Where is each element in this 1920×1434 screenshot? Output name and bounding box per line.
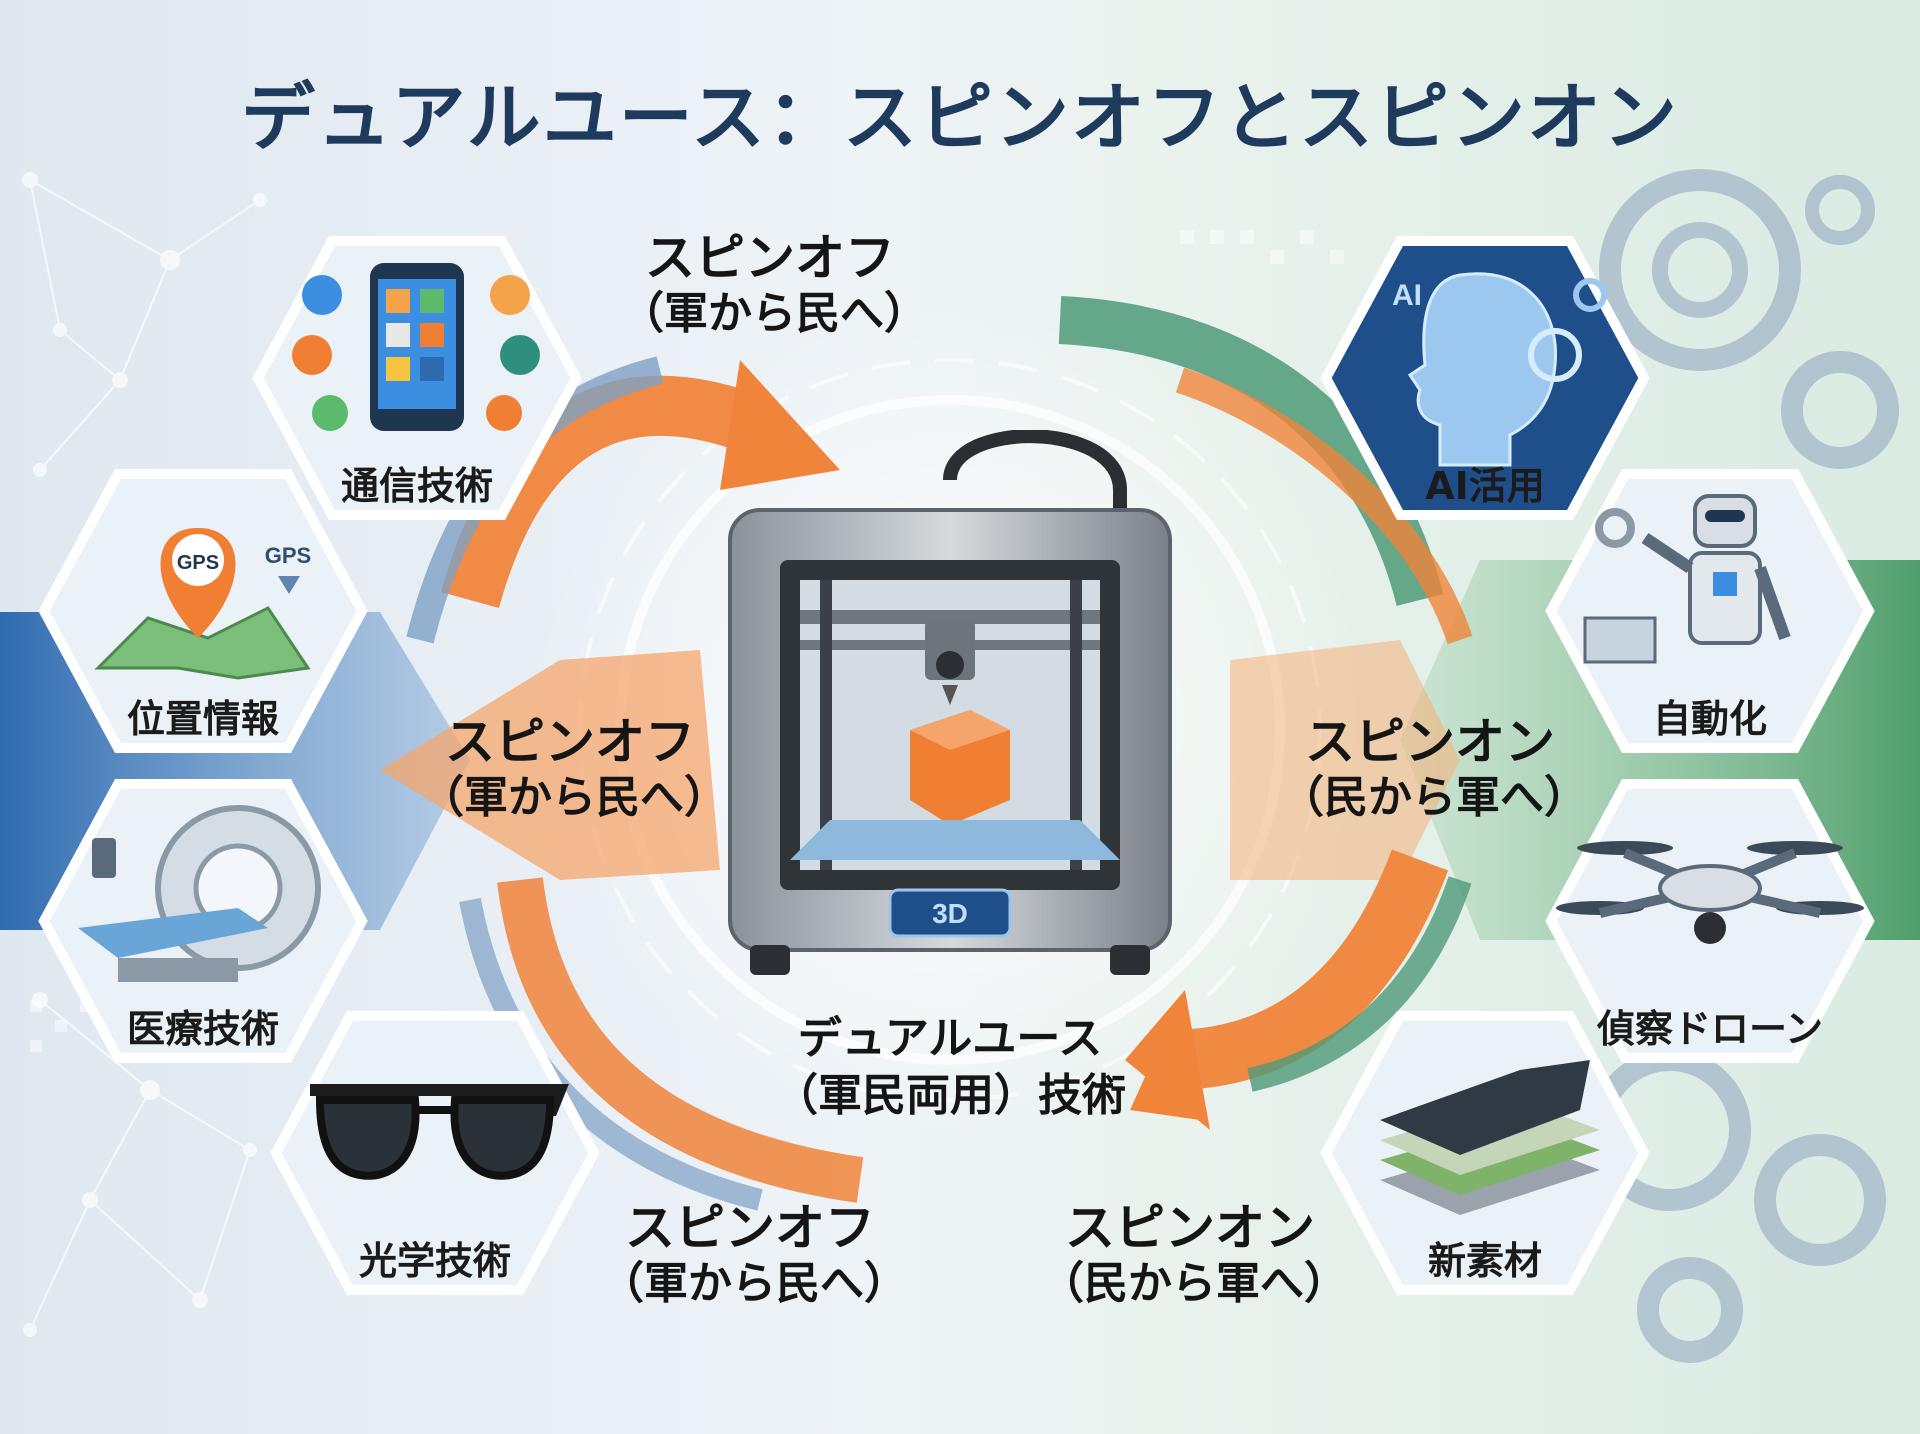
hex-label-location: 位置情報 — [126, 697, 279, 741]
spinoff-bottom-name: スピンオフ — [625, 1199, 875, 1257]
flow-label-spinon-bottom: スピンオン （民から軍へ） — [1040, 1198, 1348, 1311]
robot-icon — [1583, 494, 1791, 664]
hex-card-material: 新素材 — [1320, 1010, 1650, 1296]
ai-badge: AI — [1392, 279, 1422, 312]
flow-label-spinoff-middle: スピンオフ （軍から民へ） — [420, 712, 728, 825]
spinoff-middle-name: スピンオフ — [445, 713, 695, 771]
spinoff-arrow-middle — [380, 650, 720, 880]
hex-card-automation: 自動化 — [1545, 468, 1875, 754]
network-lines-icon — [22, 172, 267, 1337]
spinon-arrow-middle — [1230, 640, 1460, 880]
spinon-middle-name: スピンオン — [1305, 713, 1555, 771]
hex-card-communication: 通信技術 — [252, 235, 582, 521]
page-title: デュアルユース：スピンオフとスピンオン — [240, 75, 1680, 161]
printer-badge: 3D — [932, 898, 968, 929]
spinon-middle-direction: （民から軍へ） — [1280, 772, 1588, 823]
hex-label-material: 新素材 — [1427, 1239, 1542, 1283]
spinoff-bottom-direction: （軍から民へ） — [600, 1258, 908, 1309]
spinon-bottom-direction: （民から軍へ） — [1040, 1258, 1348, 1309]
mri-scanner-icon — [78, 805, 321, 982]
hex-label-automation: 自動化 — [1652, 697, 1767, 741]
spinoff-arrow-top — [441, 375, 750, 609]
spinon-bottom-name: スピンオン — [1065, 1199, 1315, 1257]
gps-badge: GPS — [177, 552, 219, 574]
hex-label-ai: AI活用 — [1425, 464, 1545, 508]
spinoff-arrowhead-top — [720, 360, 840, 490]
3d-printer-icon: 3D — [728, 430, 1172, 975]
gps-map-icon: GPS GPS — [94, 528, 311, 680]
center-label-line1: デュアルユース — [797, 1013, 1103, 1064]
hex-card-drone: 偵察ドローン — [1545, 778, 1875, 1064]
drone-icon — [1556, 841, 1864, 944]
hex-card-location: GPS GPS 位置情報 — [38, 468, 368, 754]
flow-label-spinon-middle: スピンオン （民から軍へ） — [1280, 712, 1588, 825]
gps-badge-2: GPS — [265, 543, 311, 568]
flow-label-spinoff-top: スピンオフ （軍から民へ） — [620, 228, 928, 341]
sunglasses-icon — [310, 1084, 569, 1180]
hex-label-drone: 偵察ドローン — [1596, 1007, 1824, 1051]
spinoff-top-name: スピンオフ — [645, 229, 895, 287]
spinon-arrow-bottom — [1169, 849, 1449, 1090]
hex-label-communication: 通信技術 — [340, 464, 493, 508]
spinoff-arrow-bottom — [497, 877, 864, 1203]
spinoff-top-direction: （軍から民へ） — [620, 288, 928, 339]
hex-label-medical: 医療技術 — [126, 1007, 279, 1051]
center-label: デュアルユース （軍民両用）技術 — [760, 1010, 1140, 1124]
smartphone-icon — [292, 263, 540, 431]
ai-head-icon: AI — [1392, 272, 1607, 467]
flow-label-spinoff-bottom: スピンオフ （軍から民へ） — [600, 1198, 908, 1311]
hex-card-ai: AI AI活用 — [1320, 235, 1650, 521]
hex-card-medical: 医療技術 — [38, 778, 368, 1064]
hex-label-optical: 光学技術 — [358, 1239, 511, 1283]
center-label-line2: （軍民両用）技術 — [774, 1070, 1126, 1122]
material-layers-icon — [1380, 1060, 1600, 1215]
spinoff-middle-direction: （軍から民へ） — [420, 772, 728, 823]
hex-card-optical: 光学技術 — [270, 1010, 600, 1296]
